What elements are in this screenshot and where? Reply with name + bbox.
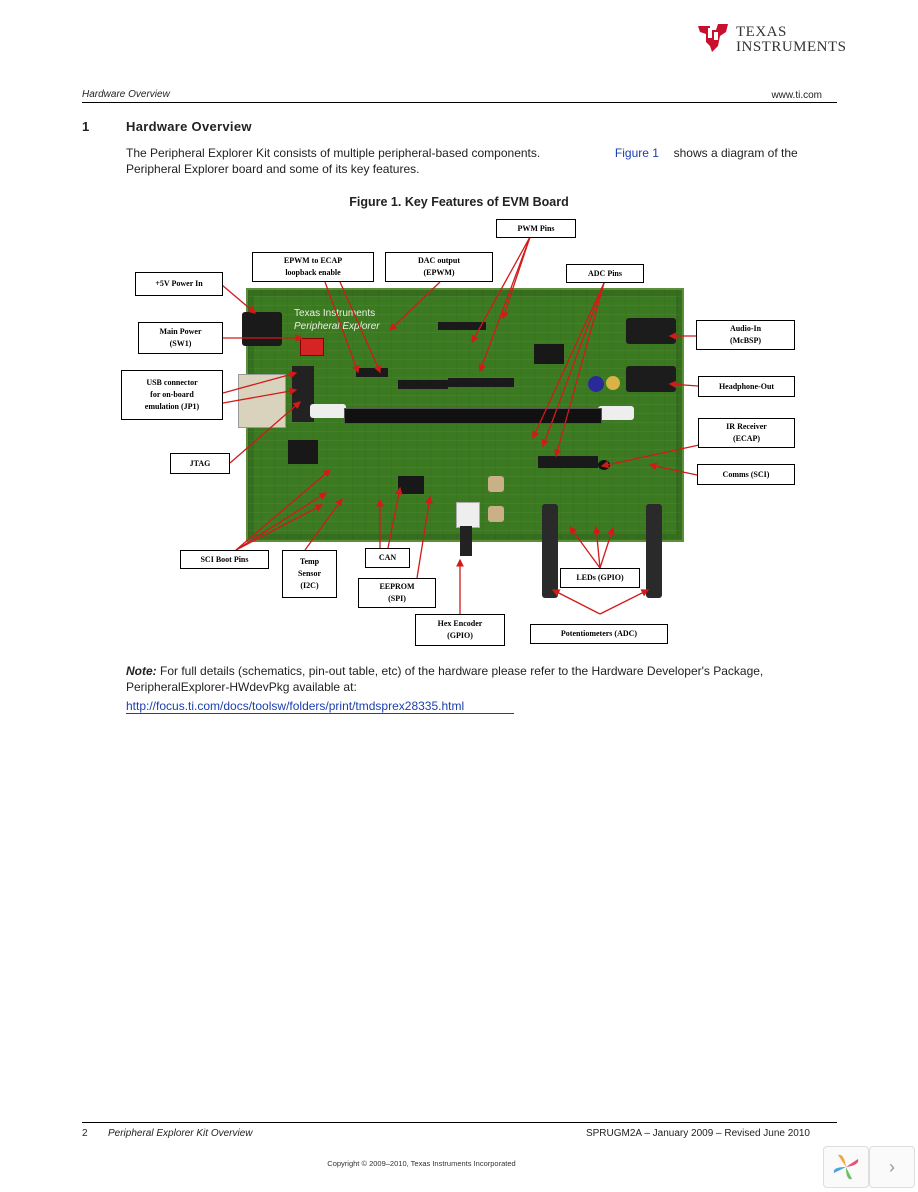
intro-text-2: shows a diagram of the Peripheral Explor…	[126, 146, 798, 176]
next-page-button[interactable]: ›	[869, 1146, 915, 1188]
left-latch	[310, 404, 346, 418]
label-hex-encoder: Hex Encoder(GPIO)	[415, 614, 505, 646]
page-number: 2	[82, 1128, 88, 1139]
hardware-package-link[interactable]: http://focus.ti.com/docs/toolsw/folders/…	[126, 699, 515, 714]
footer-rule	[82, 1122, 837, 1123]
usb-connector	[238, 374, 286, 428]
header-rule	[82, 102, 837, 103]
headphone-jack	[626, 366, 676, 392]
website-link[interactable]: www.ti.com	[771, 90, 822, 101]
label-sci-boot: SCI Boot Pins	[180, 550, 269, 569]
dimm-slot	[344, 408, 602, 424]
ic-chip-3	[534, 344, 564, 364]
label-power-in: +5V Power In	[135, 272, 223, 296]
pinwheel-icon	[833, 1154, 859, 1180]
push-button-2	[488, 506, 504, 522]
header-row-4	[438, 322, 486, 330]
footer-doc-title: Peripheral Explorer Kit Overview	[108, 1128, 253, 1139]
potentiometer-1	[542, 504, 558, 598]
ic-chip-1	[288, 440, 318, 464]
label-audio-in: Audio-In(McBSP)	[696, 320, 795, 350]
capacitor-2	[606, 376, 620, 390]
note-paragraph: Note: For full details (schematics, pin-…	[126, 663, 806, 695]
audio-in-jack	[626, 318, 676, 344]
ti-logo: TEXAS INSTRUMENTS	[696, 20, 846, 56]
copyright: Copyright © 2009–2010, Texas Instruments…	[327, 1159, 516, 1168]
label-ir-receiver: IR Receiver(ECAP)	[698, 418, 795, 448]
label-adc-pins: ADC Pins	[566, 264, 644, 283]
ti-state-icon	[698, 24, 728, 52]
footer-doc-id: SPRUGM2A – January 2009 – Revised June 2…	[585, 1128, 810, 1139]
note-lead: Note:	[126, 664, 157, 678]
note-text: For full details (schematics, pin-out ta…	[126, 664, 764, 694]
right-latch	[598, 406, 634, 420]
section-title: Hardware Overview	[126, 119, 252, 134]
header-row-1	[356, 368, 388, 377]
intro-text-1: The Peripheral Explorer Kit consists of …	[126, 146, 541, 160]
power-jack	[242, 312, 282, 346]
label-potentiometers: Potentiometers (ADC)	[530, 624, 668, 644]
label-main-power: Main Power(SW1)	[138, 322, 223, 354]
header-row-2	[398, 380, 448, 389]
label-eeprom: EEPROM(SPI)	[358, 578, 436, 608]
label-comms: Comms (SCI)	[697, 464, 795, 485]
main-power-switch	[300, 338, 324, 356]
push-button-1	[488, 476, 504, 492]
intro-paragraph: The Peripheral Explorer Kit consists of …	[126, 145, 826, 177]
figure-caption: Figure 1. Key Features of EVM Board	[349, 195, 569, 209]
logo-text-texas: TEXAS	[736, 24, 787, 40]
board-silkscreen-2: Peripheral Explorer	[294, 321, 380, 332]
ic-chip-2	[398, 476, 424, 494]
label-leds: LEDs (GPIO)	[560, 568, 640, 588]
potentiometer-2	[646, 504, 662, 598]
hex-encoder-shaft	[460, 526, 472, 556]
board-silkscreen-1: Texas Instruments	[294, 308, 376, 319]
capacitor-1	[588, 376, 604, 392]
chevron-right-icon: ›	[889, 1157, 895, 1177]
viewer-logo-button[interactable]	[823, 1146, 869, 1188]
label-pwm-pins: PWM Pins	[496, 219, 576, 238]
label-jtag: JTAG	[170, 453, 230, 474]
section-number: 1	[82, 119, 90, 134]
logo-text-instruments: INSTRUMENTS	[736, 39, 847, 55]
running-header: Hardware Overview	[82, 89, 170, 100]
header-row-5	[538, 456, 598, 468]
figure-link[interactable]: Figure 1	[614, 146, 659, 160]
label-can: CAN	[365, 548, 410, 568]
label-dac-output: DAC output(EPWM)	[385, 252, 493, 282]
header-row-3	[448, 378, 514, 387]
label-headphone-out: Headphone-Out	[698, 376, 795, 397]
